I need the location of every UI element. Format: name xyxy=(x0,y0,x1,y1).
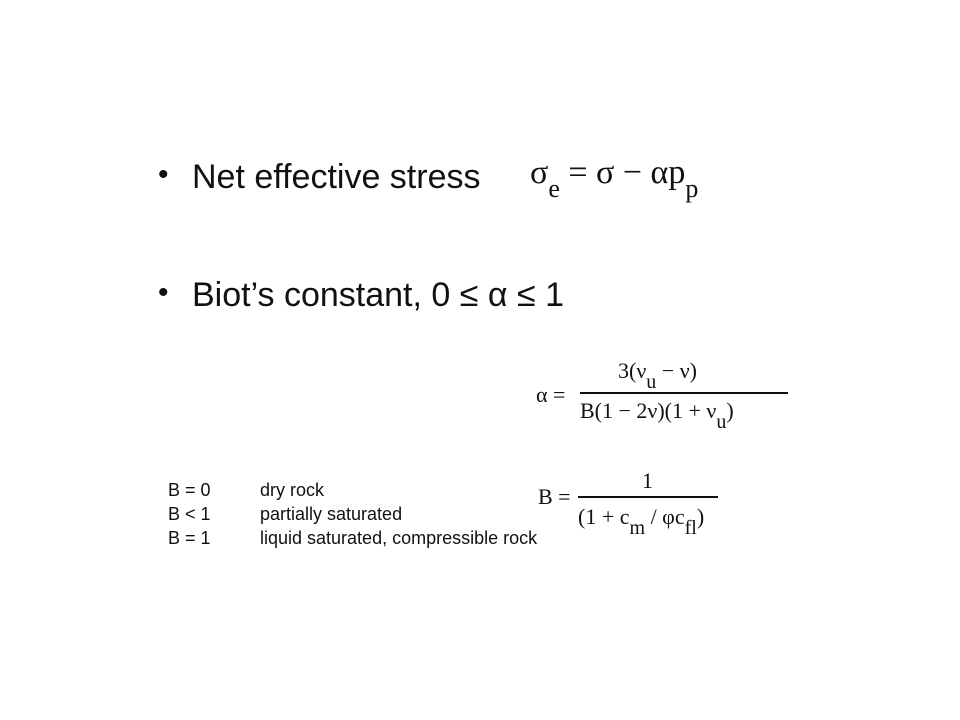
b-value: B = 0 xyxy=(168,480,211,500)
fraction-bar xyxy=(578,496,718,498)
equation-rhs: = σ − αp xyxy=(559,154,686,191)
b-lhs: B = xyxy=(538,484,571,509)
b-value: B < 1 xyxy=(168,504,211,524)
bullet-text: Biot’s constant, 0 ≤ α ≤ 1 xyxy=(192,276,564,314)
alpha-lhs: α = xyxy=(536,382,566,407)
b-description: dry rock xyxy=(260,480,325,500)
sigma-symbol: σ xyxy=(530,154,549,191)
alpha-equation: α = 3(νu − ν) B(1 − 2ν)(1 + νu) xyxy=(536,358,788,440)
subscript-e: e xyxy=(548,174,560,203)
subscript-p: p xyxy=(685,174,699,203)
skempton-b-equation: B = 1 (1 + cm / φcfl) xyxy=(538,470,738,550)
bullet-marker: • xyxy=(158,276,169,309)
b-value: B = 1 xyxy=(168,528,211,548)
alpha-numerator: 3(νu − ν) xyxy=(618,358,697,393)
bullet-marker: • xyxy=(158,158,169,191)
bullet-text: Net effective stress xyxy=(192,158,481,196)
fraction-bar xyxy=(580,392,788,394)
effective-stress-equation: σe = σ − αpp xyxy=(530,154,698,202)
b-denominator: (1 + cm / φcfl) xyxy=(578,504,705,539)
b-description: partially saturated xyxy=(260,504,403,524)
b-numerator: 1 xyxy=(642,468,653,493)
alpha-denominator: B(1 − 2ν)(1 + νu) xyxy=(580,398,734,433)
b-description: liquid saturated, compressible rock xyxy=(260,528,538,548)
